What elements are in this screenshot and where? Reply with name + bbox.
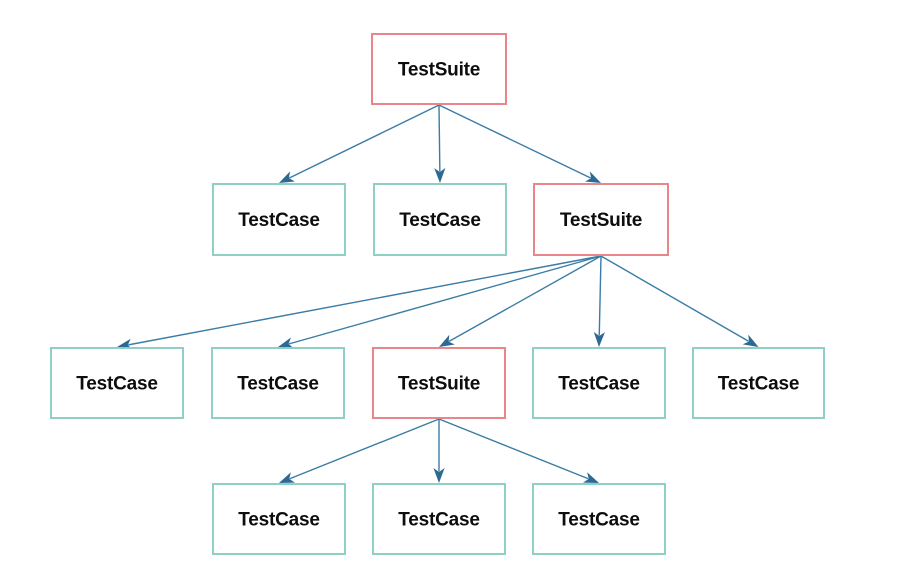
tree-node-suite[interactable]: TestSuite xyxy=(371,33,507,105)
tree-node-suite[interactable]: TestSuite xyxy=(372,347,506,419)
node-box[interactable] xyxy=(212,483,346,555)
tree-node-case[interactable]: TestCase xyxy=(50,347,184,419)
tree-edge xyxy=(434,104,446,183)
node-box[interactable] xyxy=(532,347,666,419)
node-box[interactable] xyxy=(371,33,507,105)
node-box[interactable] xyxy=(373,183,507,256)
edge-arrowhead-icon xyxy=(279,472,296,483)
tree-edge xyxy=(433,419,445,483)
node-label: TestSuite xyxy=(398,60,480,81)
tree-edge xyxy=(438,104,601,183)
node-label: TestCase xyxy=(718,374,799,395)
edge-arrowhead-icon xyxy=(434,167,446,183)
node-box[interactable] xyxy=(50,347,184,419)
node-box[interactable] xyxy=(212,183,346,256)
tree-node-case[interactable]: TestCase xyxy=(212,183,346,256)
edge-arrowhead-icon xyxy=(117,338,133,350)
edge-arrowhead-icon xyxy=(439,334,455,347)
node-label: TestCase xyxy=(237,374,318,395)
node-box[interactable] xyxy=(372,347,506,419)
edge-arrowhead-icon xyxy=(593,331,605,347)
tree-edge xyxy=(439,255,602,347)
edge-arrowhead-icon xyxy=(582,472,599,483)
tree-node-case[interactable]: TestCase xyxy=(372,483,506,555)
node-label: TestCase xyxy=(398,510,479,531)
edge-arrowhead-icon xyxy=(433,468,445,483)
edge-line xyxy=(288,255,602,345)
edge-line xyxy=(128,255,602,346)
tree-node-case[interactable]: TestCase xyxy=(532,347,666,419)
tree-node-case[interactable]: TestCase xyxy=(532,483,666,555)
node-box[interactable] xyxy=(532,483,666,555)
tree-edge xyxy=(600,255,759,347)
edge-line xyxy=(289,104,440,179)
node-label: TestCase xyxy=(399,210,480,231)
tree-node-case[interactable]: TestCase xyxy=(211,347,345,419)
edge-line xyxy=(289,418,440,480)
node-box[interactable] xyxy=(533,183,669,256)
node-box[interactable] xyxy=(372,483,506,555)
node-label: TestSuite xyxy=(398,374,480,395)
node-label: TestCase xyxy=(558,374,639,395)
node-box[interactable] xyxy=(692,347,825,419)
tree-node-case[interactable]: TestCase xyxy=(692,347,825,419)
tree-edge xyxy=(279,418,440,483)
edge-line xyxy=(448,255,602,342)
edge-line xyxy=(438,418,589,480)
edge-line xyxy=(598,255,602,336)
tree-edge xyxy=(279,104,440,183)
edge-line xyxy=(600,255,749,342)
edge-line xyxy=(438,104,591,179)
tree-edge xyxy=(593,255,605,347)
node-label: TestSuite xyxy=(560,210,642,231)
edge-line xyxy=(438,104,441,172)
tree-node-case[interactable]: TestCase xyxy=(373,183,507,256)
edge-arrowhead-icon xyxy=(278,337,294,349)
tree-edge xyxy=(117,255,602,350)
tree-edge xyxy=(438,418,599,483)
edge-arrowhead-icon xyxy=(279,171,295,183)
tree-node-suite[interactable]: TestSuite xyxy=(533,183,669,256)
node-label: TestCase xyxy=(238,510,319,531)
node-box[interactable] xyxy=(211,347,345,419)
node-label: TestCase xyxy=(76,374,157,395)
node-label: TestCase xyxy=(238,210,319,231)
tree-node-case[interactable]: TestCase xyxy=(212,483,346,555)
edge-layer xyxy=(117,104,759,483)
edge-arrowhead-icon xyxy=(585,171,601,183)
tree-edge xyxy=(278,255,602,349)
node-label: TestCase xyxy=(558,510,639,531)
edge-arrowhead-icon xyxy=(742,334,759,347)
